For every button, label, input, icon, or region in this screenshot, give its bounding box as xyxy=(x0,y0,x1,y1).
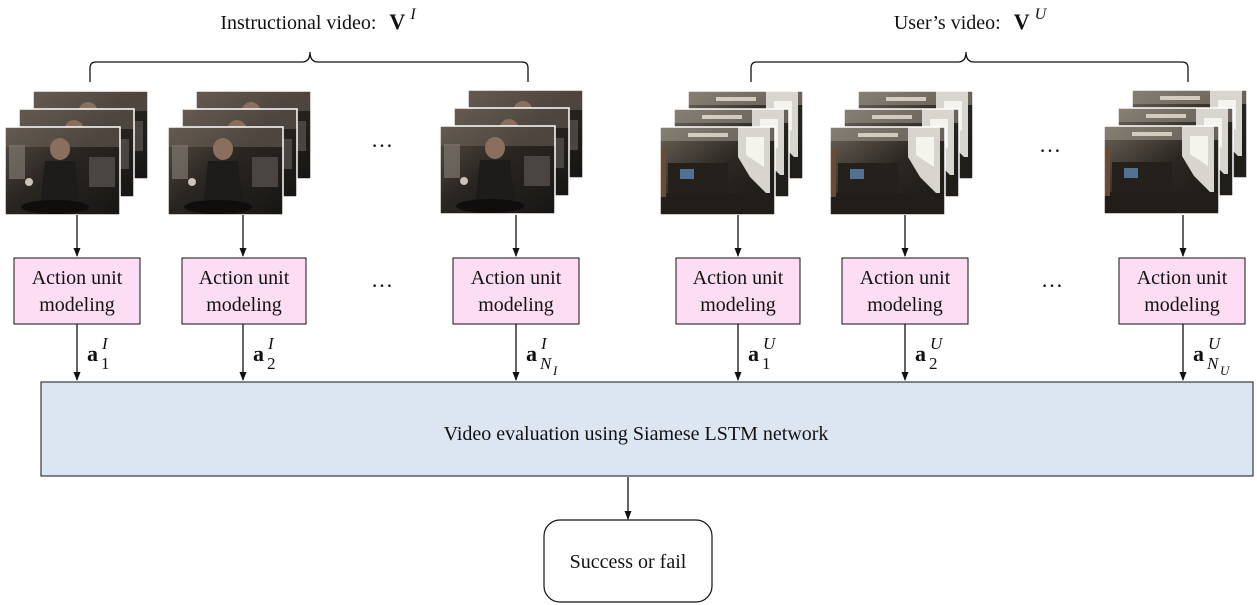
instructional-frame-stack-n xyxy=(439,89,584,215)
feature-vector-superscript: I xyxy=(540,334,548,353)
frame-stacks xyxy=(4,89,1248,216)
action-unit-label-line1: Action unit xyxy=(471,267,562,289)
ellipsis-frames-user: … xyxy=(1039,132,1061,157)
feature-vector-subscript: N xyxy=(539,354,553,373)
instructional-frame-stack-2 xyxy=(167,90,312,216)
siamese-lstm-box xyxy=(40,381,1254,477)
action-unit-box xyxy=(675,257,801,325)
video-frame-thumbnail xyxy=(1104,126,1219,214)
video-frame-thumbnail xyxy=(830,127,945,215)
instructional-brace xyxy=(89,51,529,82)
action-unit-label-line1: Action unit xyxy=(199,267,290,289)
instructional-header: Instructional video: V I xyxy=(89,6,529,82)
user-header: User’s video: V U xyxy=(750,6,1189,82)
feature-vector-subscript: 1 xyxy=(762,354,771,373)
action-unit-box xyxy=(1118,257,1246,325)
ellipsis-units-instructional: … xyxy=(371,267,393,292)
feature-vector-subscript: 2 xyxy=(267,354,276,373)
action-unit-label-line1: Action unit xyxy=(693,267,784,289)
instructional-frame-stack-1 xyxy=(4,90,149,216)
video-frame-thumbnail xyxy=(440,126,555,214)
output-label: Success or fail xyxy=(570,551,687,573)
action-unit-label-line2: modeling xyxy=(1144,294,1220,316)
feature-vector-superscript: I xyxy=(101,334,109,353)
instructional-header-text: Instructional video: xyxy=(220,12,376,34)
feature-vector-subscript: 1 xyxy=(101,354,110,373)
action-unit-label-line2: modeling xyxy=(700,294,776,316)
instructional-header-sup: I xyxy=(409,6,416,23)
action-unit-label-line2: modeling xyxy=(206,294,282,316)
feature-vector-subscript: N xyxy=(1206,354,1220,373)
video-frame-thumbnail xyxy=(5,127,120,215)
svg-text:Instructional video: V: Instructional video: V I xyxy=(220,6,416,34)
user-header-symbol: V xyxy=(1014,9,1030,34)
feature-vector-symbol: a xyxy=(748,341,759,366)
action-unit-box xyxy=(13,257,141,325)
user-brace xyxy=(750,51,1189,82)
feature-vector-symbol: a xyxy=(87,341,98,366)
feature-vector-superscript: U xyxy=(930,334,944,353)
feature-vector-subscript: 2 xyxy=(929,354,938,373)
action-unit-box xyxy=(841,257,969,325)
video-frame-thumbnail xyxy=(168,127,283,215)
ellipsis-units-user: … xyxy=(1041,267,1063,292)
feature-vector-superscript: U xyxy=(1208,334,1222,353)
instructional-header-symbol: V xyxy=(389,9,405,34)
user-header-sup: U xyxy=(1035,6,1048,23)
action-unit-label-line2: modeling xyxy=(867,294,943,316)
feature-vector-symbol: a xyxy=(915,341,926,366)
feature-vector-subsubscript: I xyxy=(552,363,558,378)
action-unit-box xyxy=(181,257,307,325)
user-frame-stack-1 xyxy=(659,90,804,216)
feature-vector-symbol: a xyxy=(1193,341,1204,366)
action-unit-box xyxy=(452,257,580,325)
feature-vector-superscript: I xyxy=(267,334,275,353)
feature-vector-symbol: a xyxy=(526,341,537,366)
siamese-lstm-label: Video evaluation using Siamese LSTM netw… xyxy=(444,423,829,445)
feature-vector-subsubscript: U xyxy=(1220,363,1231,378)
action-unit-label-line2: modeling xyxy=(478,294,554,316)
action-unit-label-line1: Action unit xyxy=(32,267,123,289)
svg-text:User’s video: V U: User’s video: V U xyxy=(894,6,1048,34)
ellipsis-frames-instructional: … xyxy=(371,127,393,152)
user-header-text: User’s video: xyxy=(894,12,1001,34)
feature-vector-symbol: a xyxy=(253,341,264,366)
video-frame-thumbnail xyxy=(660,127,775,215)
user-frame-stack-n xyxy=(1103,89,1248,215)
output-box xyxy=(543,519,713,603)
feature-vector-superscript: U xyxy=(763,334,777,353)
action-unit-label-line2: modeling xyxy=(39,294,115,316)
action-unit-label-line1: Action unit xyxy=(1137,267,1228,289)
user-frame-stack-2 xyxy=(829,90,974,216)
action-unit-label-line1: Action unit xyxy=(860,267,951,289)
